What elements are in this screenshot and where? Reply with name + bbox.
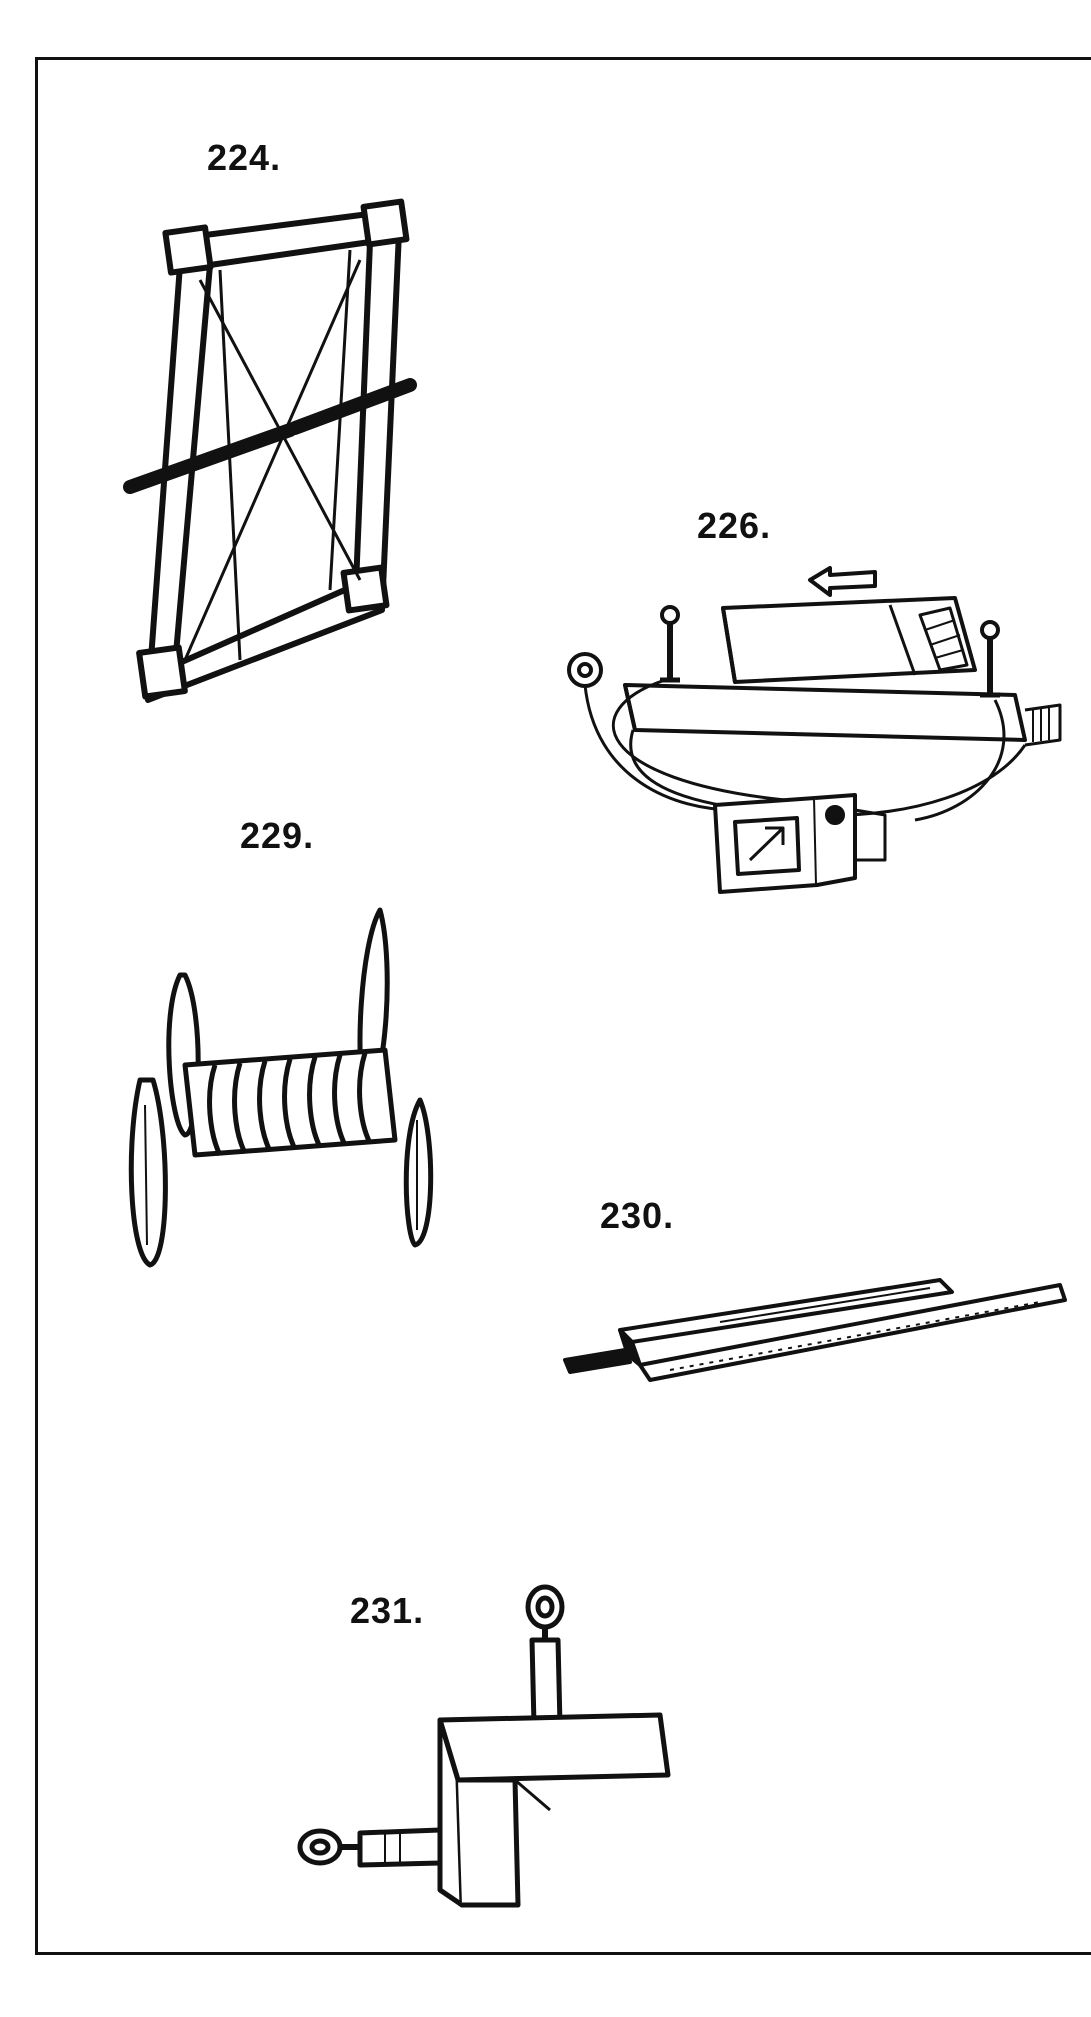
page-frame [35,57,1091,1955]
figure-label-231: 231. [350,1590,425,1631]
wire-frame-coil-icon [123,198,417,703]
figure-label-230: 230. [600,1195,675,1236]
clamp-terminal-icon [297,1584,671,1908]
figure-label-229: 229. [240,815,315,856]
metal-strip-ruler-icon [563,1278,1067,1382]
wire-spool-coil-icon [128,907,434,1268]
figure-label-224: 224. [207,137,282,178]
figure-label-226: 226. [697,505,772,546]
galvanometer-apparatus-icon [567,566,1062,894]
